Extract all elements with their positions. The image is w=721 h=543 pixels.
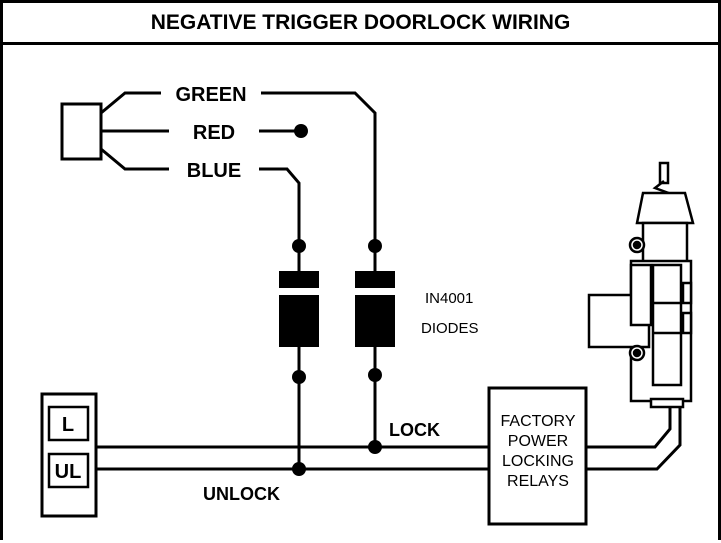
relay-actuator-wire-1 xyxy=(586,403,672,449)
unlock-terminal-label: UL xyxy=(55,461,82,483)
relay-box xyxy=(487,386,588,526)
blue-label: BLUE xyxy=(187,160,241,182)
lock-terminal-label: L xyxy=(62,414,74,436)
blue-wire-left xyxy=(100,147,169,171)
unlock-junction-dot xyxy=(292,462,306,476)
blue-wire-right xyxy=(259,167,301,243)
diode1-body xyxy=(279,271,319,347)
diode2-band xyxy=(355,288,395,295)
relay-actuator-wire-2 xyxy=(586,403,682,471)
green-label: GREEN xyxy=(175,84,246,106)
doorlock-actuator xyxy=(587,161,695,409)
relay-line-4: RELAYS xyxy=(507,473,569,490)
wiring-diagram: GREEN RED BLUE IN4001 DIODES L xyxy=(40,84,695,526)
lock-terminal xyxy=(47,405,90,442)
green-wire-left xyxy=(100,91,161,115)
relay-line-3: LOCKING xyxy=(502,453,574,470)
red-label: RED xyxy=(193,122,235,144)
diode1-band xyxy=(279,288,319,295)
red-wire-end-dot xyxy=(294,124,308,138)
relay-line-2: POWER xyxy=(508,433,568,450)
diode2-body xyxy=(355,271,395,347)
green-wire-right xyxy=(261,91,377,243)
unlock-wire-label: UNLOCK xyxy=(203,484,280,504)
diode-part-number: IN4001 xyxy=(425,290,473,307)
connector-block xyxy=(60,102,103,161)
lock-wire-label: LOCK xyxy=(389,420,440,440)
unlock-terminal xyxy=(47,452,90,489)
diode-label: DIODES xyxy=(421,320,479,337)
diagram-title: NEGATIVE TRIGGER DOORLOCK WIRING xyxy=(3,3,718,45)
lock-junction-dot xyxy=(368,440,382,454)
relay-line-1: FACTORY xyxy=(501,413,576,430)
